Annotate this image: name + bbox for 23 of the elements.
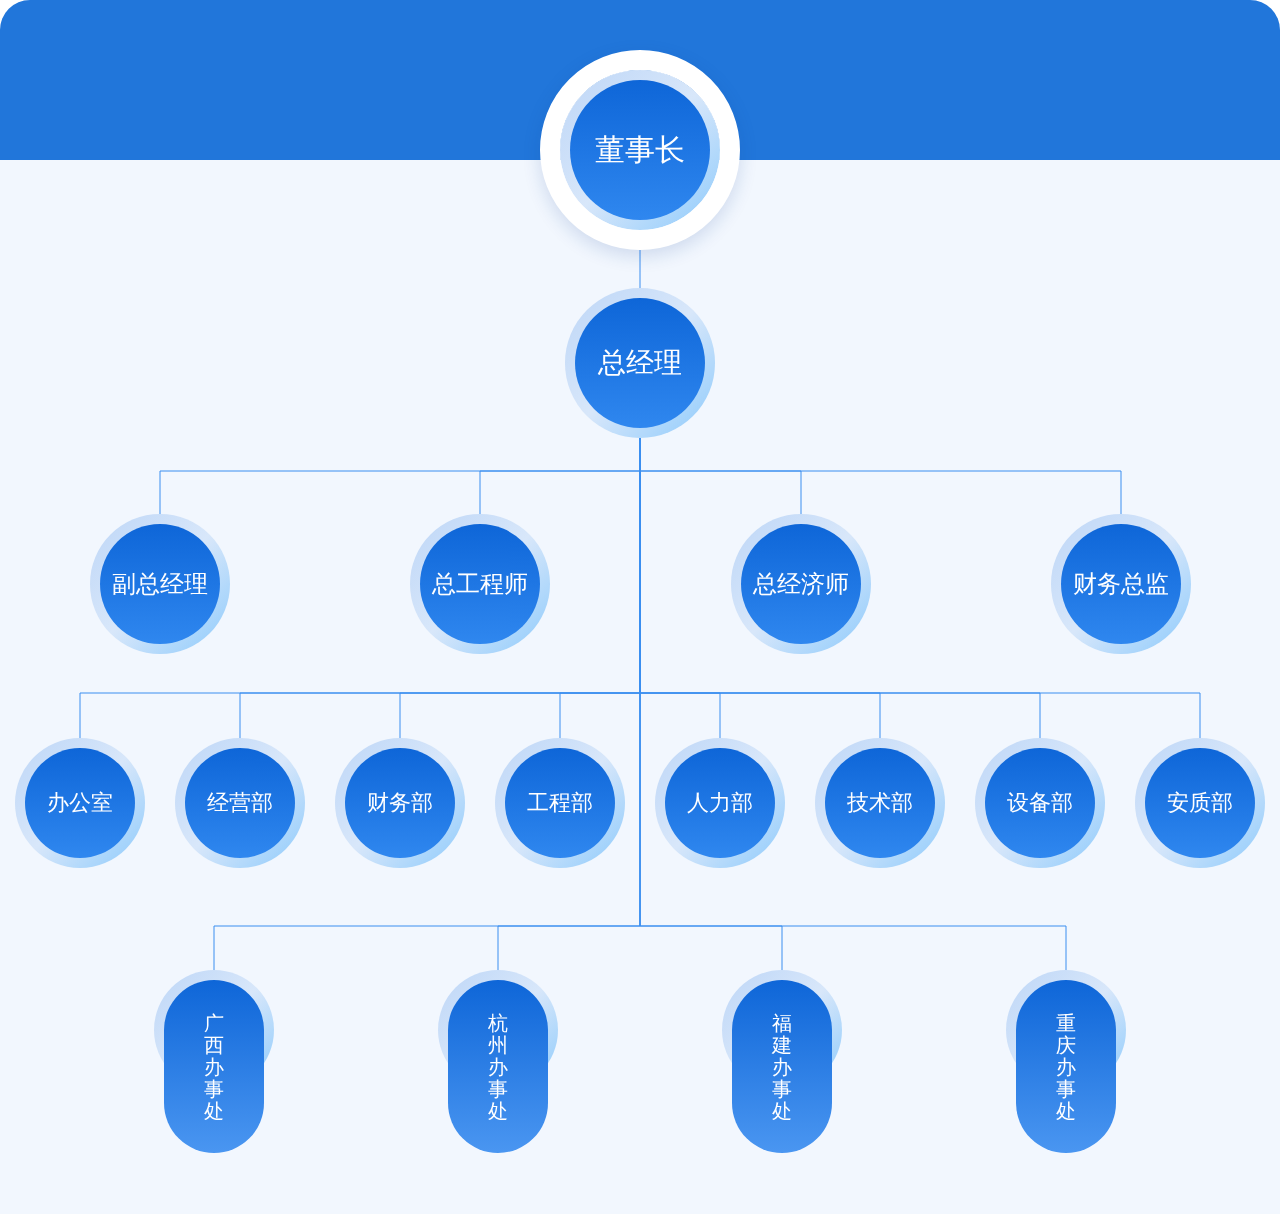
- node-label: 设备部: [1007, 789, 1073, 817]
- node-label: 杭州办事处: [488, 1011, 508, 1122]
- node-label: 广西办事处: [204, 1011, 224, 1122]
- node-label: 工程部: [527, 789, 593, 817]
- node-label: 总经济师: [753, 569, 849, 599]
- node-label: 办公室: [47, 789, 113, 817]
- pill-node: [154, 970, 274, 1153]
- node-label: 董事长: [595, 132, 685, 168]
- node-label: 总工程师: [432, 569, 528, 599]
- node-label: 副总经理: [112, 569, 208, 599]
- node-label: 重庆办事处: [1056, 1011, 1076, 1122]
- pill-node: [438, 970, 558, 1153]
- node-label: 福建办事处: [772, 1011, 792, 1122]
- node-label: 安质部: [1167, 789, 1233, 817]
- node-label: 总经理: [598, 346, 682, 380]
- node-label: 财务总监: [1073, 569, 1169, 599]
- connector-line: [639, 249, 641, 289]
- node-label: 人力部: [687, 789, 753, 817]
- pill-node: [1006, 970, 1126, 1153]
- node-label: 技术部: [847, 789, 913, 817]
- node-label: 财务部: [367, 789, 433, 817]
- node-label: 经营部: [207, 789, 273, 817]
- pill-node: [722, 970, 842, 1153]
